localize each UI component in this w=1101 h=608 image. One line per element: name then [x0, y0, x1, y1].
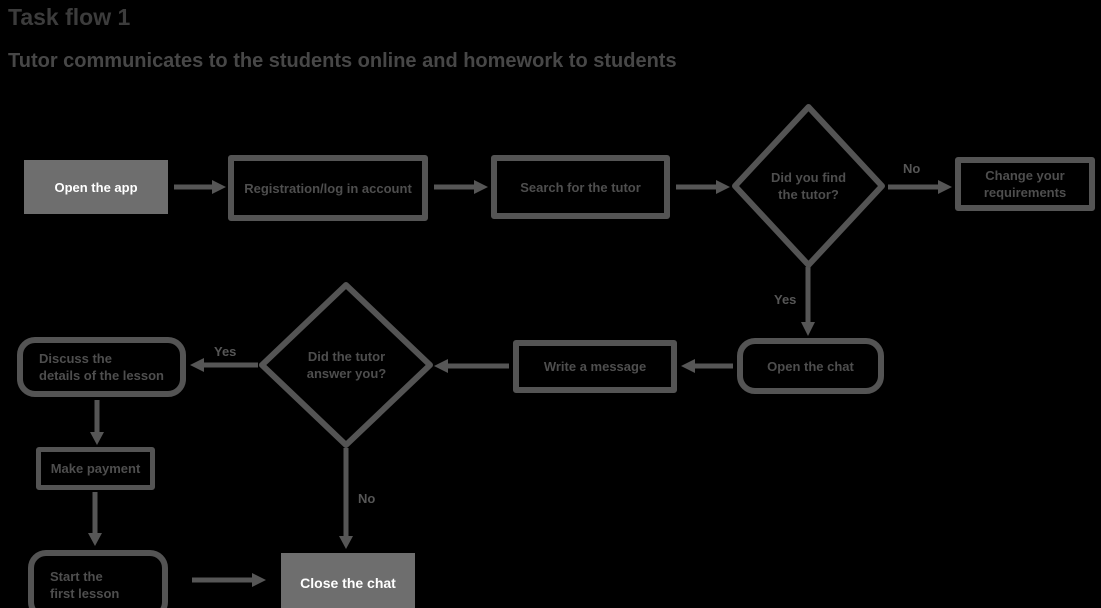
decision-line1: Did the tutor — [307, 349, 386, 364]
arrowhead-right-icon — [212, 180, 226, 194]
node-search-tutor: Search for the tutor — [491, 155, 670, 219]
arrowhead-left-icon — [190, 358, 204, 372]
node-write-message: Write a message — [513, 340, 677, 393]
node-label-line2: details of the lesson — [39, 368, 164, 383]
arrowhead-down-icon — [339, 536, 353, 549]
node-label: Registration/log in account — [244, 180, 412, 196]
node-label: Search for the tutor — [520, 179, 641, 195]
node-open-the-app: Open the app — [24, 160, 168, 214]
node-label-line1: Start the — [50, 569, 103, 584]
node-label: Close the chat — [300, 574, 396, 591]
node-open-chat: Open the chat — [737, 338, 884, 394]
arrowhead-left-icon — [434, 359, 448, 373]
edge-label-no-found: No — [903, 161, 921, 176]
node-make-payment: Make payment — [36, 447, 155, 490]
decision-tutor-answer-label: Did the tutor answer you? — [280, 339, 413, 391]
arrowhead-left-icon — [681, 359, 695, 373]
edge-label-yes-answer: Yes — [214, 344, 237, 359]
node-label: Open the app — [54, 179, 138, 195]
node-label-line2: requirements — [983, 185, 1067, 200]
node-label-line1: Discuss the — [39, 351, 112, 366]
arrowhead-right-icon — [252, 573, 266, 587]
node-label: Make payment — [50, 461, 141, 476]
arrowhead-right-icon — [716, 180, 730, 194]
decision-tutor-answer-shape — [259, 282, 433, 448]
node-label: Write a message — [543, 359, 647, 374]
decision-line1: Did you find — [770, 170, 847, 185]
node-start-lesson: Start the first lesson — [28, 550, 168, 608]
arrowhead-down-icon — [801, 322, 815, 336]
edge-label-no-answer: No — [358, 491, 376, 506]
node-change-requirements: Change your requirements — [955, 157, 1095, 211]
arrowhead-right-icon — [938, 180, 952, 194]
node-label-line2: first lesson — [50, 586, 120, 601]
decision-line2: the tutor? — [778, 187, 839, 202]
arrowhead-down-icon — [88, 533, 102, 546]
arrowhead-right-icon — [474, 180, 488, 194]
node-discuss-details: Discuss the details of the lesson — [17, 337, 186, 397]
node-close-the-chat: Close the chat — [281, 553, 415, 608]
page-subtitle: Tutor communicates to the students onlin… — [8, 50, 677, 72]
decision-found-tutor-shape — [732, 104, 885, 268]
arrowhead-down-icon — [90, 432, 104, 445]
decision-found-tutor-label: Did you find the tutor? — [742, 160, 875, 212]
decision-line2: answer you? — [306, 366, 387, 381]
node-label: Open the chat — [767, 358, 854, 374]
node-label-line1: Change your — [985, 168, 1065, 183]
node-registration: Registration/log in account — [228, 155, 428, 221]
page-title: Task flow 1 — [8, 4, 131, 30]
edge-label-yes-found: Yes — [774, 292, 797, 307]
